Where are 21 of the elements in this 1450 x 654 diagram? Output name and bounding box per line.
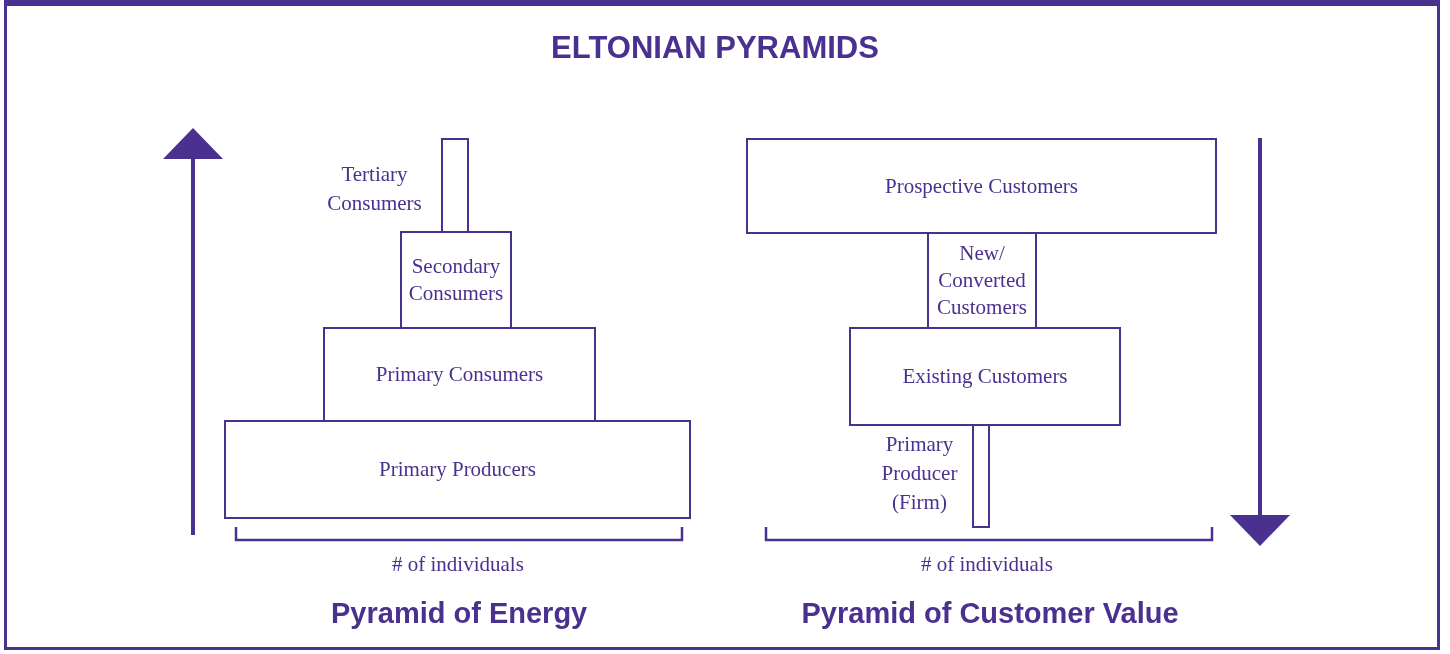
tier-box	[400, 231, 512, 329]
tier-label: Secondary Consumers	[407, 253, 505, 307]
tier-box	[224, 420, 691, 519]
axis-label: # of individuals	[392, 552, 524, 577]
tier-box	[927, 232, 1037, 329]
subtitle: Pyramid of Energy	[331, 597, 588, 630]
tier-caption: Tertiary Consumers	[326, 161, 423, 217]
pyramid-bar	[972, 424, 990, 528]
tier-label: Primary Producers	[379, 456, 536, 483]
tier-label: New/ Converted Customers	[936, 240, 1028, 321]
title: ELTONIAN PYRAMIDS	[550, 30, 880, 66]
tier-box	[323, 327, 596, 422]
tier-label: Prospective Customers	[884, 172, 1079, 200]
tier-label: Primary Consumers	[375, 361, 544, 388]
tier-caption: Primary Producer (Firm)	[880, 431, 959, 516]
subtitle: Pyramid of Customer Value	[801, 597, 1179, 630]
axis-label: # of individuals	[921, 552, 1053, 577]
pyramid-bar	[441, 138, 469, 233]
tier-label: Existing Customers	[902, 363, 1068, 390]
tier-box	[746, 138, 1217, 234]
tier-box	[849, 327, 1121, 426]
